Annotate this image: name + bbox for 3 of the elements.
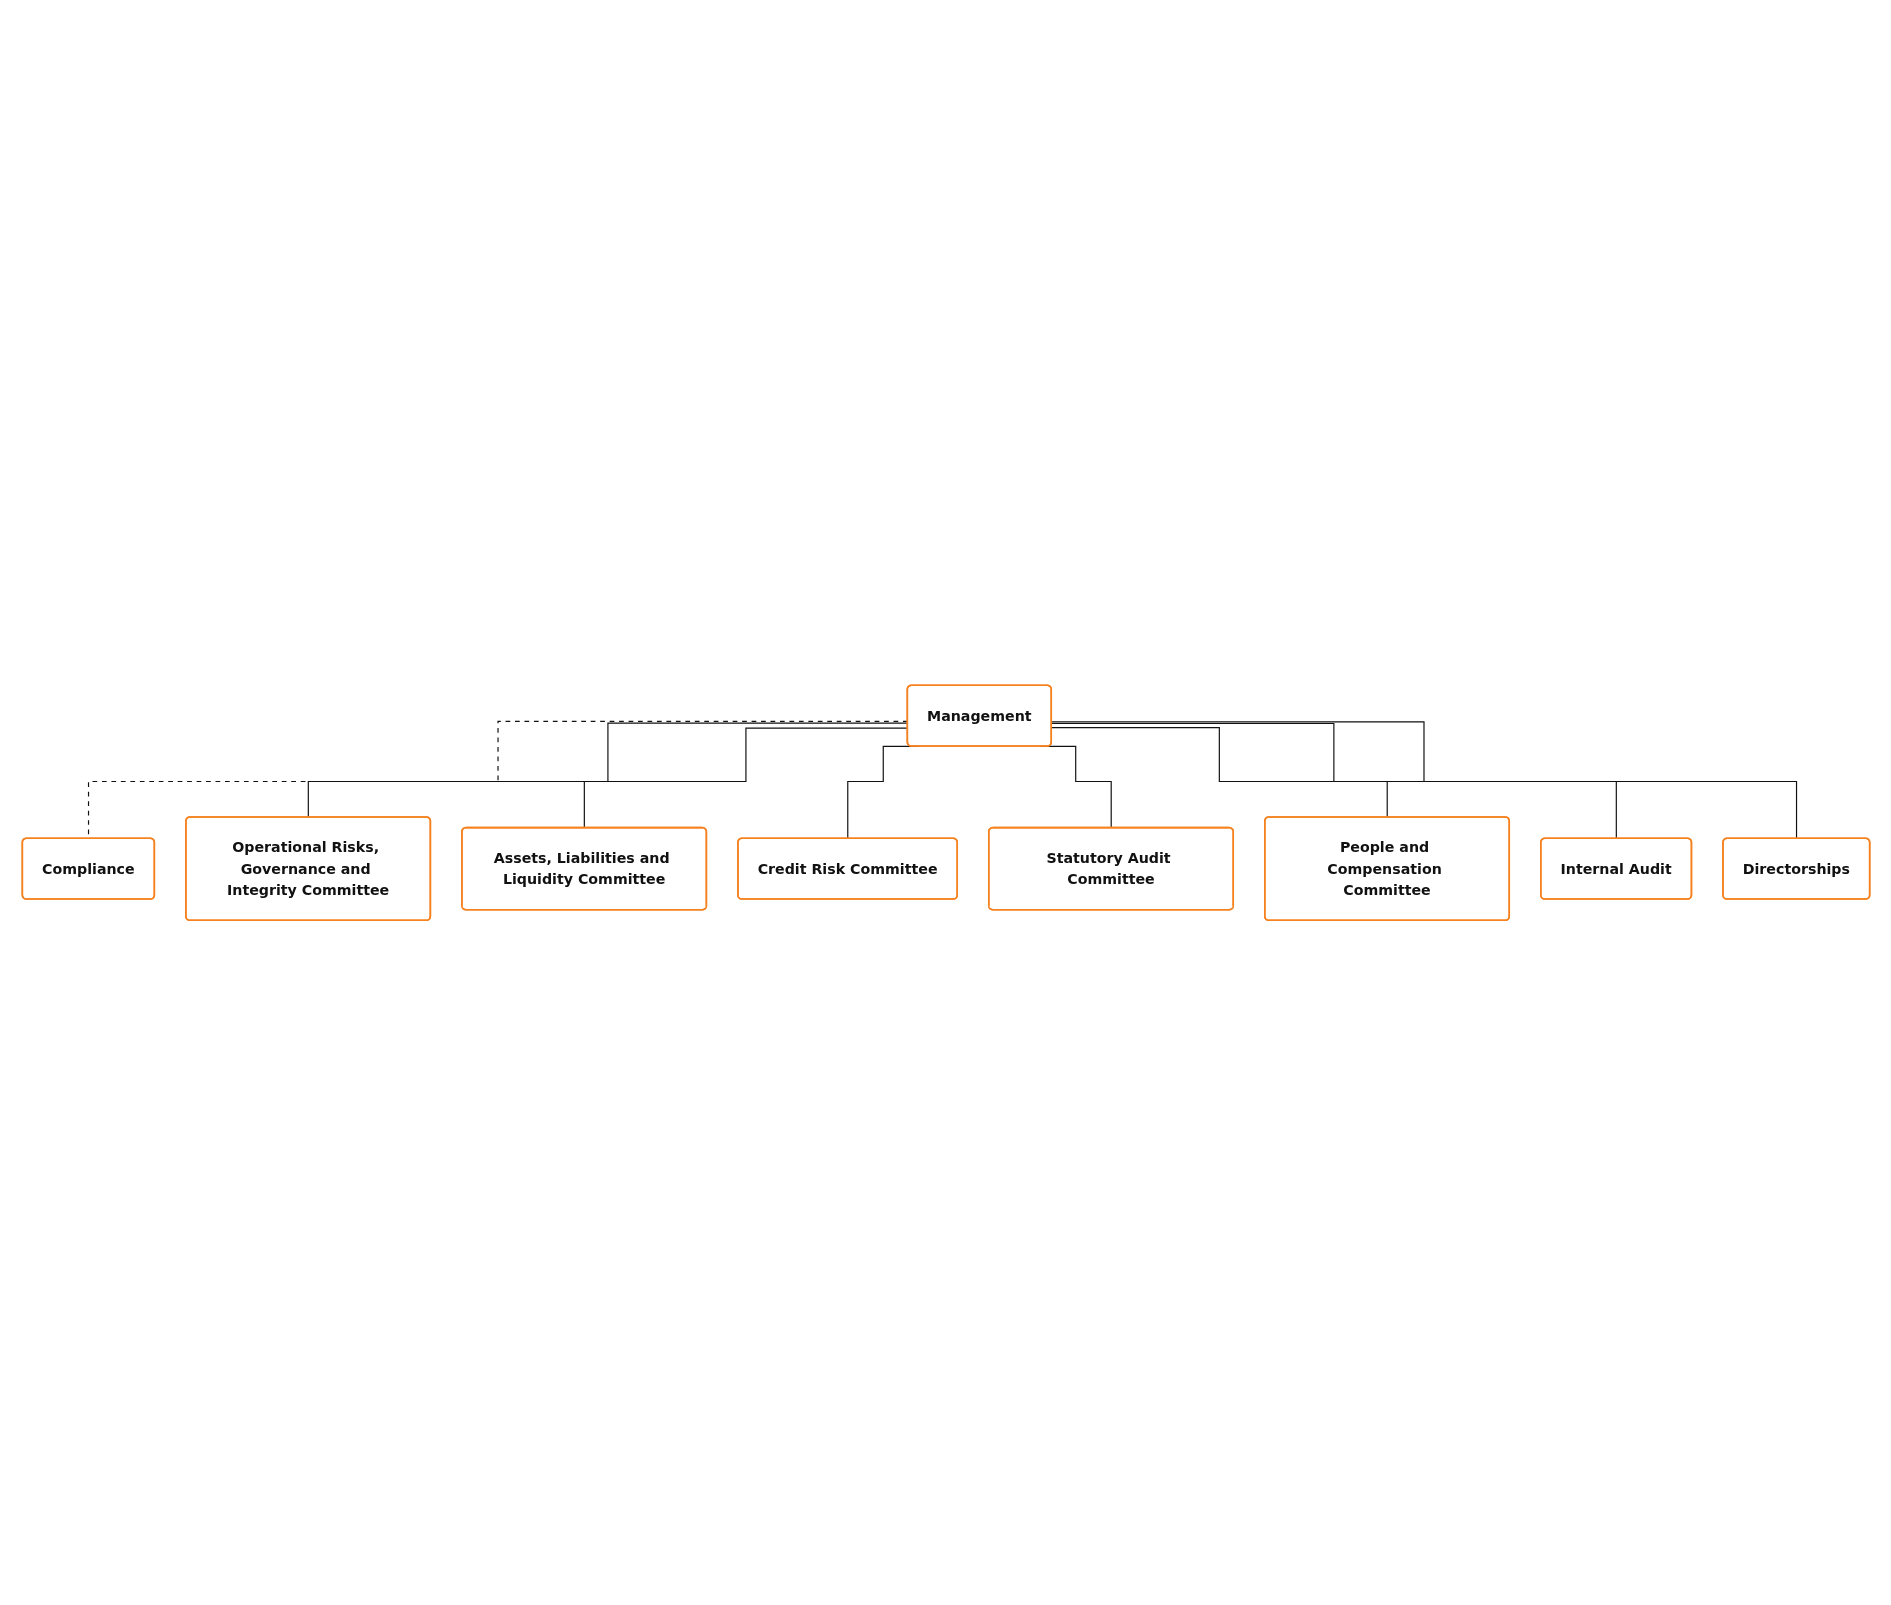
connector bbox=[1050, 720, 1797, 839]
connector bbox=[1050, 722, 1617, 839]
connector bbox=[1050, 726, 1388, 818]
